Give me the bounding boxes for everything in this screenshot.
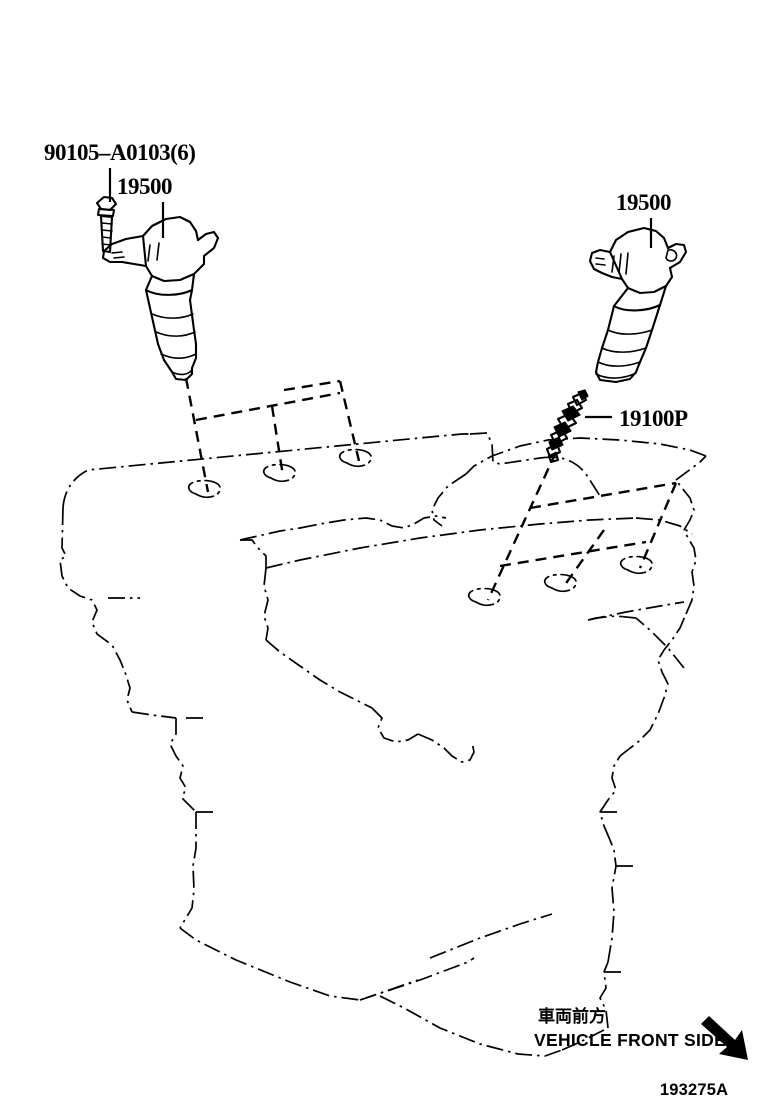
- engine-block-outline: [59, 432, 707, 1057]
- plug-hole: [262, 463, 297, 483]
- ignition-coil-right: [588, 226, 688, 384]
- hex-head-bolt: [95, 195, 118, 254]
- plug-hole-group-right-bank: [467, 555, 654, 607]
- alignment-lines-right: [486, 451, 678, 601]
- ignition-coil-left: [101, 215, 220, 382]
- plug-hole: [467, 587, 502, 607]
- plug-hole: [338, 448, 373, 468]
- plug-hole: [187, 479, 222, 499]
- plug-hole: [619, 555, 654, 575]
- vehicle-front-arrow: [701, 1016, 748, 1060]
- callout-leader-lines: [108, 168, 653, 419]
- plug-hole-group-left-bank: [187, 448, 373, 499]
- spark-plug: [545, 389, 589, 464]
- alignment-lines-left: [184, 377, 361, 493]
